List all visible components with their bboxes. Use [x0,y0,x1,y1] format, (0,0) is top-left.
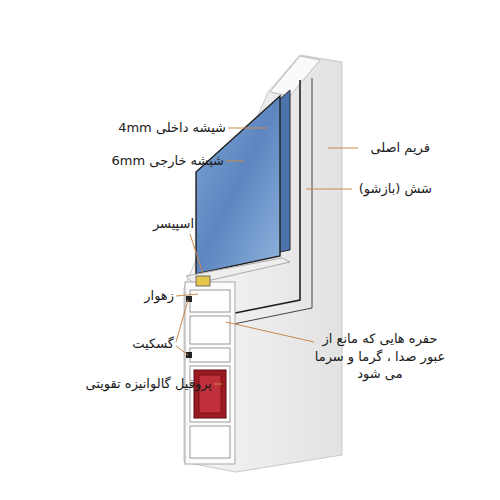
chamber [190,366,230,422]
part-label: فریم اصلی [370,139,430,157]
note-label: حفره هایی که مانع از عبور صدا ، گرما و س… [314,330,446,383]
chamber [190,316,230,344]
part-label: سَش (بازشو) [359,180,432,198]
chamber [190,426,230,458]
part-label: گسکیت [132,335,174,353]
part-label: اسپیسر [153,215,194,233]
main-frame [184,55,342,472]
profile-section [185,282,235,464]
gasket [186,296,192,302]
chamber [190,348,230,362]
glass-label: شیشه داخلی 4mm [118,119,226,137]
gasket [186,352,192,358]
part-label: پروفیل گالوانیزه تقویتی [85,375,212,393]
part-label: زهوار [144,287,174,305]
chamber [190,290,230,312]
spacer [196,276,210,286]
glass-label: شیشه خارجی 6mm [112,152,224,170]
